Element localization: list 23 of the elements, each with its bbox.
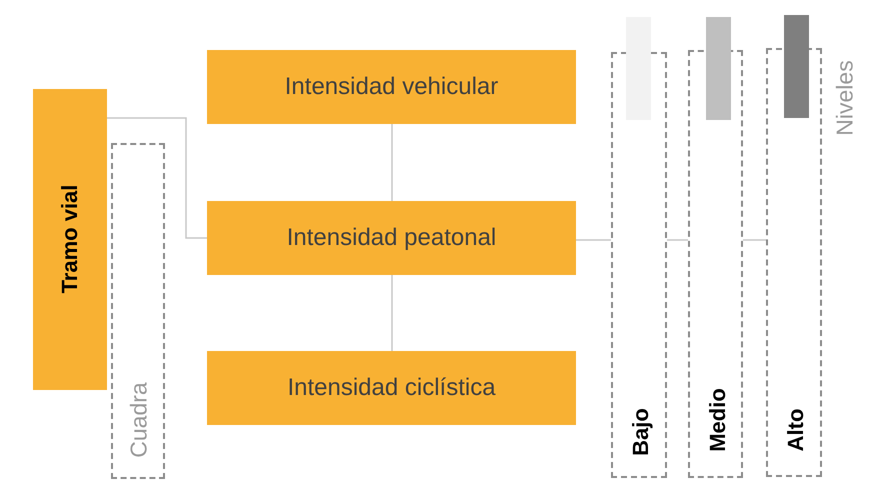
connector-line — [743, 239, 766, 241]
vertical-label: Niveles — [832, 60, 858, 136]
vertical-label: Bajo — [628, 408, 654, 456]
connector-line — [576, 239, 611, 241]
node-label: Intensidad peatonal — [286, 224, 496, 252]
process-box — [207, 201, 576, 275]
dashed-group-box — [111, 143, 165, 479]
node-label: Intensidad vehicular — [284, 73, 498, 101]
process-box — [207, 50, 576, 124]
level-bar — [626, 17, 651, 120]
node-label: Intensidad ciclística — [287, 374, 496, 402]
connector-line — [107, 117, 207, 239]
process-box — [33, 89, 107, 390]
process-box — [207, 351, 576, 425]
vertical-label: Medio — [705, 388, 731, 452]
vertical-label: Alto — [783, 408, 809, 452]
vertical-label: Tramo vial — [57, 184, 83, 294]
connector-line — [667, 239, 688, 241]
level-bar — [706, 17, 731, 120]
connector-line — [391, 124, 393, 201]
vertical-label: Cuadra — [126, 382, 152, 458]
level-bar — [784, 15, 809, 118]
connector-line — [391, 275, 393, 351]
